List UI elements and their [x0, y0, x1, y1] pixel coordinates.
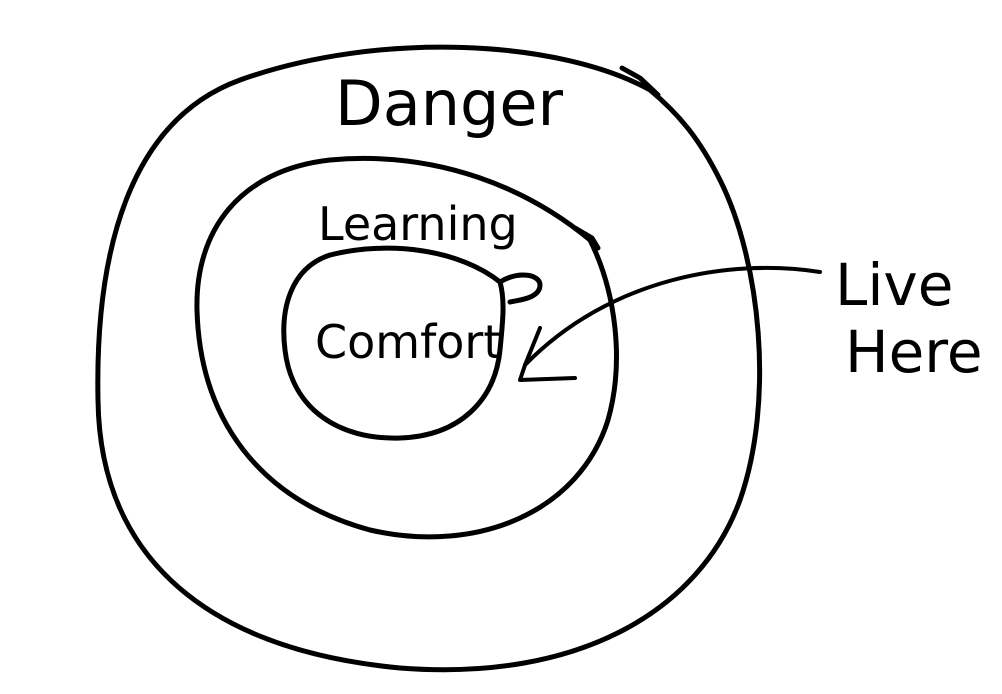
comfort-zone-ring-hook: [497, 272, 543, 305]
learning-zone-ring: [194, 155, 619, 540]
danger-zone-ring-tail: [619, 65, 661, 98]
callout-arrowhead: [518, 326, 577, 382]
comfort-zone-ring: [281, 245, 506, 441]
callout-line-2: Here: [845, 318, 983, 386]
learning-zone-ring-tail: [572, 225, 601, 251]
callout-line-1: Live: [835, 251, 953, 319]
callout-arrow: [523, 265, 822, 367]
learning-zone-label: Learning: [318, 197, 518, 251]
comfort-zone-label: Comfort: [315, 315, 501, 369]
danger-zone-label: Danger: [335, 67, 564, 140]
danger-zone-ring: [95, 44, 763, 673]
